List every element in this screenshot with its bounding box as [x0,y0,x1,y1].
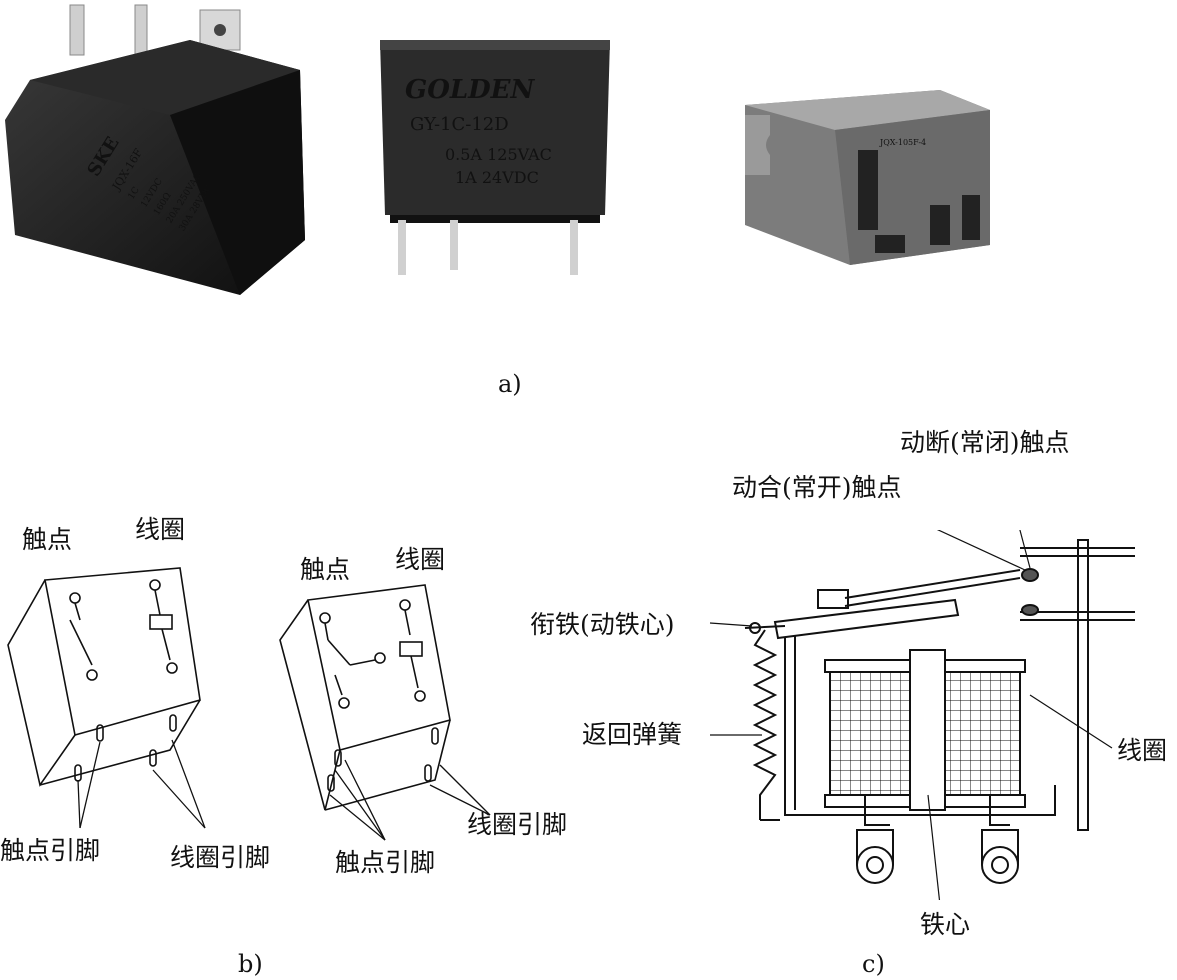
right-coil-label: 线圈 [395,545,446,574]
right-coil-pins-label: 线圈引脚 [467,810,568,839]
golden-model-text: GY-1C-12D [410,114,509,135]
left-coil-pins-label: 线圈引脚 [170,843,271,872]
left-contact-pins-label: 触点引脚 [0,836,101,865]
right-contact-pins-label: 触点引脚 [335,848,436,877]
left-contact-label: 触点 [22,525,73,554]
label-nc-contact: 动断(常闭)触点 [900,428,1070,457]
label-armature: 衔铁(动铁心) [530,610,675,639]
relay-photo-golden: GOLDEN GY-1C-12D 0.5A 125VAC 1A 24VDC [380,40,610,275]
label-return-spring: 返回弹簧 [582,720,683,749]
golden-rating2-text: 1A 24VDC [455,168,539,187]
golden-brand-text: GOLDEN [405,75,535,105]
caption-c: c) [862,950,885,978]
golden-rating1-text: 0.5A 125VAC [445,145,552,164]
relay-photo-skoke: SKE JQX-16F 1C 12VDC 160Ω 20A 250VAC 30A… [5,4,305,295]
caption-a: a) [498,370,522,398]
relay-photo-pcb: JQX-105F-4 [745,90,990,265]
left-coil-label: 线圈 [135,515,186,544]
left-pin-leaders [77,739,206,829]
relay-sketch-left [7,567,201,787]
right-pin-leaders [329,759,491,841]
label-no-contact: 动合(常开)触点 [732,473,902,502]
relay-sketch-right [279,584,451,811]
label-coil: 线圈 [1117,736,1168,765]
relay-structure-diagram [709,530,1135,900]
pcb-relay-model-text: JQX-105F-4 [879,138,926,147]
right-contact-label: 触点 [300,555,351,584]
caption-b: b) [238,950,263,978]
label-core: 铁心 [920,910,971,939]
